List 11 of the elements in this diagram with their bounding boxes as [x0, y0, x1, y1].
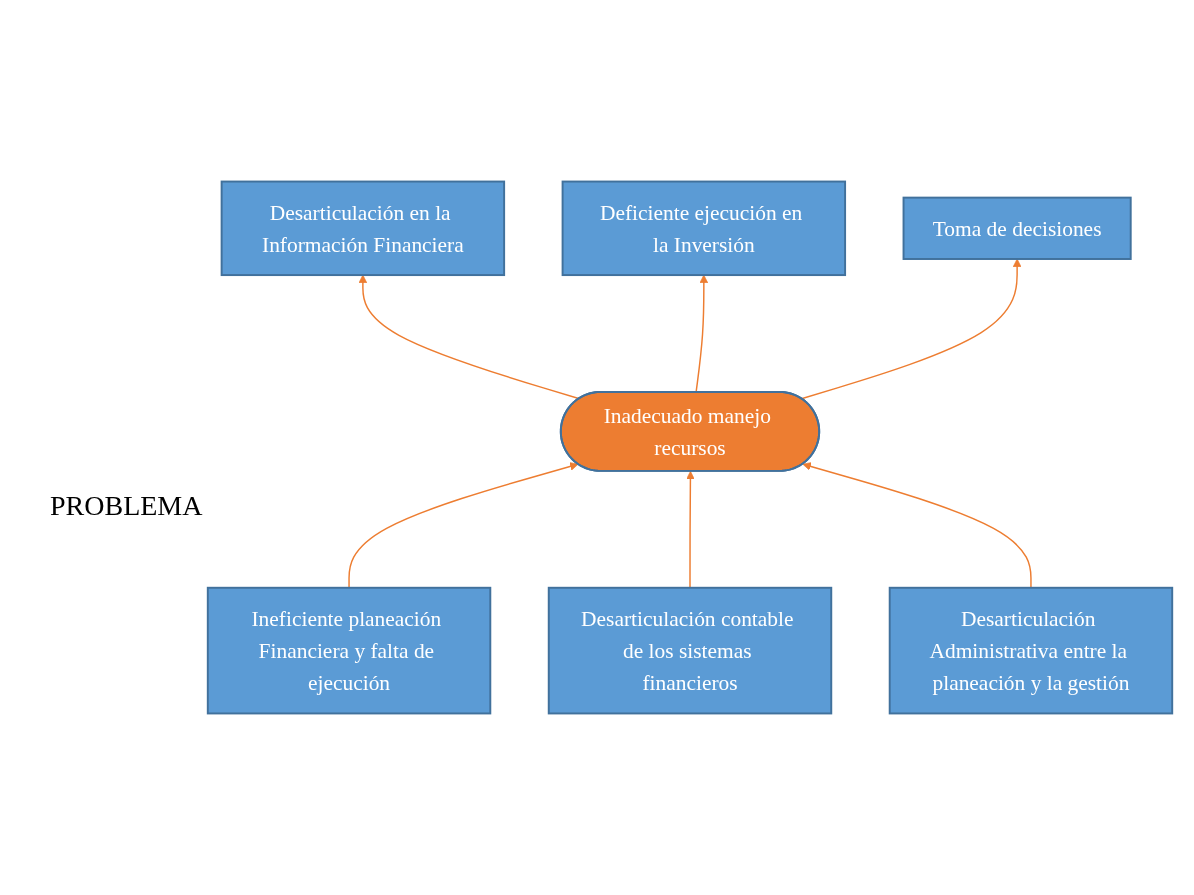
node-box: Toma de decisiones: [902, 196, 1132, 260]
node-box: Desarticulación Administrativa entre la planeación y la gestión: [888, 586, 1174, 715]
node-box: Desarticulación en la Información Financiera: [220, 180, 506, 277]
node-box: Deficiente ejecución en la Inversión: [561, 180, 847, 277]
arrow: [802, 462, 1032, 589]
arrow: [686, 471, 695, 589]
arrow: [800, 258, 1022, 400]
node-box: Ineficiente planeación Financiera y falta de ejecución: [206, 586, 492, 715]
problem-label: PROBLEMA: [50, 490, 203, 522]
node-box: Desarticulación contable de los sistemas financieros: [547, 586, 833, 715]
arrow: [348, 462, 579, 589]
